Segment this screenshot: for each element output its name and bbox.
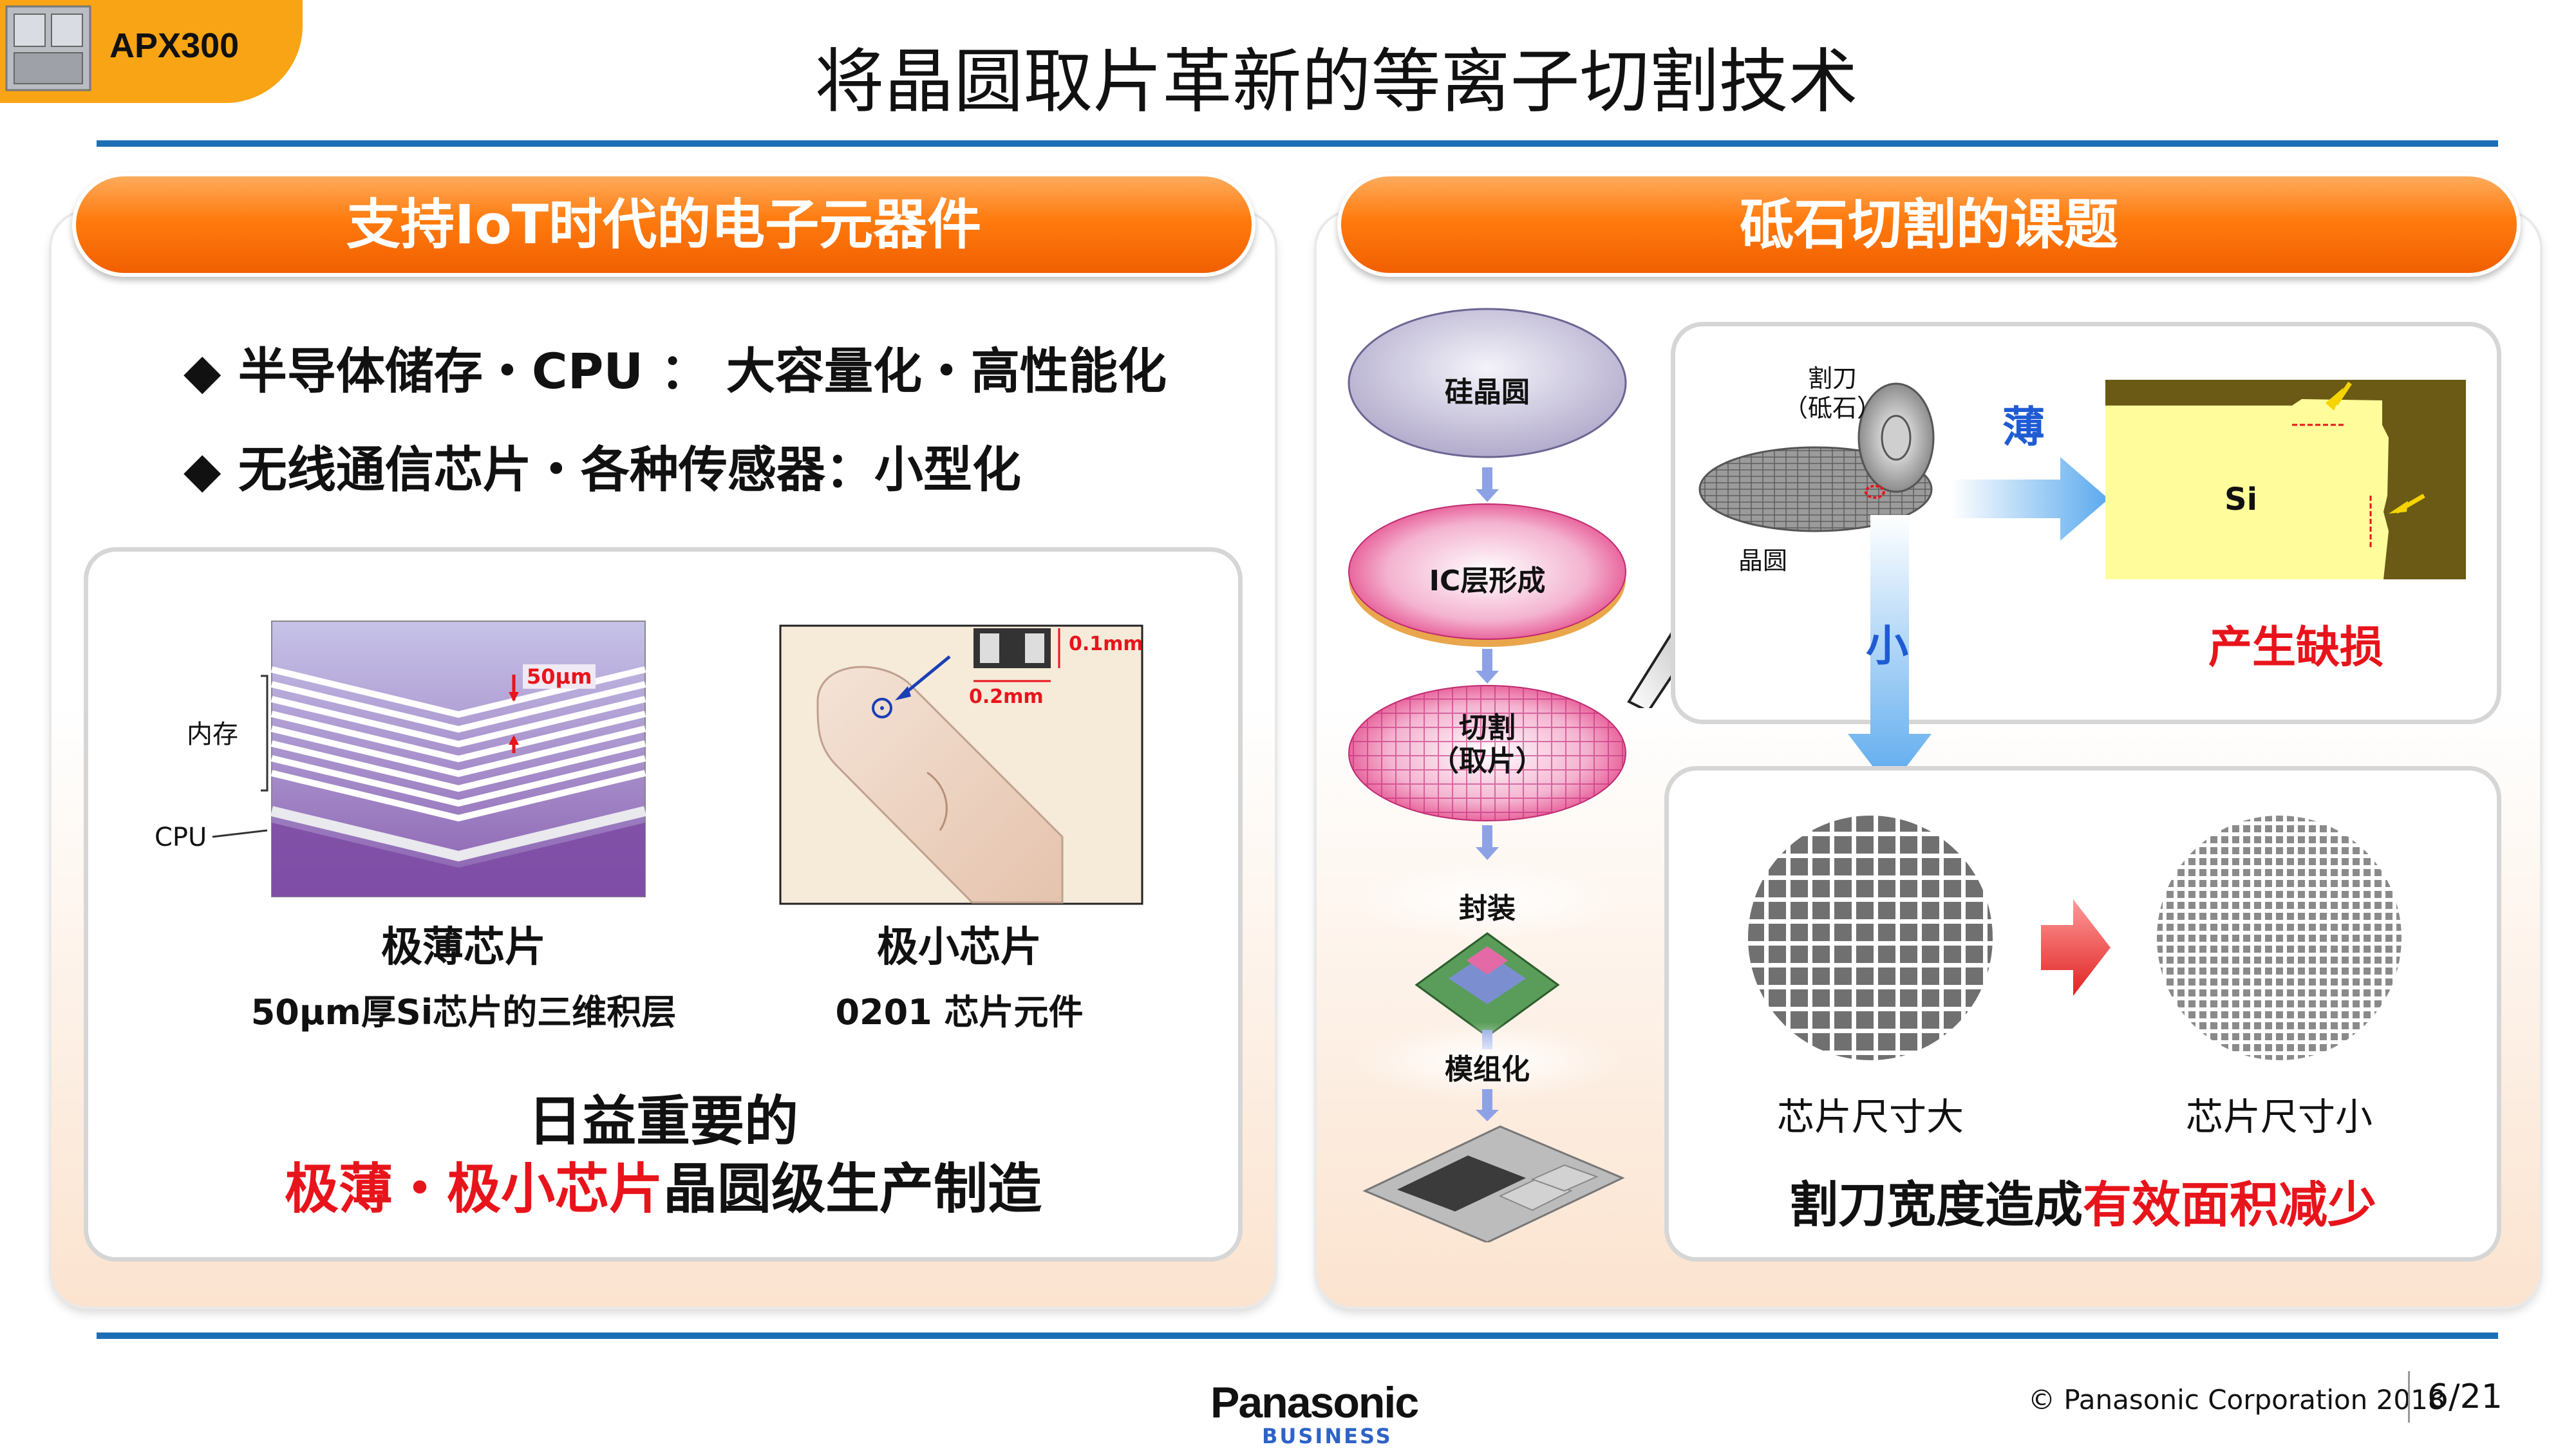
cpu-label: CPU <box>155 823 207 852</box>
thin-chip-caption: 极薄芯片 <box>381 924 546 971</box>
panasonic-logo-subtitle: BUSINESS <box>1262 1424 1393 1448</box>
small-chip-wafer-icon <box>2157 816 2402 1060</box>
chip-large-label: 芯片尺寸大 <box>1776 1095 1964 1139</box>
si-chipping-photo <box>2105 380 2466 579</box>
thickness-label: 50μm <box>523 664 596 689</box>
top-divider <box>97 140 2498 147</box>
conclusion-highlight: 极薄・极小芯片 <box>284 1157 663 1220</box>
conclusion-line-2: 极薄・极小芯片晶圆级生产制造 <box>84 1146 1243 1224</box>
blade-wafer-illustration <box>1698 382 1935 532</box>
si-label: Si <box>2224 481 2258 518</box>
machine-thumbnail-icon <box>5 5 91 91</box>
flow-step-package: 封装 <box>1459 892 1516 925</box>
flow-step-dicing: 切割 （取片） <box>1431 711 1544 778</box>
defect-label: 产生缺损 <box>2208 622 2384 673</box>
bullet-item-1: ◆ 半导体储存・CPU ： 大容量化・高性能化 <box>183 332 1167 402</box>
panasonic-logo: Panasonic <box>1210 1378 1419 1427</box>
stacked-chip-diagram <box>212 621 646 897</box>
flow-step-ic-layer: IC层形成 <box>1429 565 1546 597</box>
blade-width-conclusion: 割刀宽度造成有效面积减少 <box>1664 1165 2501 1236</box>
page-number: 6/21 <box>2427 1378 2503 1416</box>
blade-label: 割刀 （砥石） <box>1783 364 1882 422</box>
conclusion-rest: 晶圆级生产制造 <box>663 1157 1042 1220</box>
bullet-text: 无线通信芯片・各种传感器：小型化 <box>238 441 1021 498</box>
memory-label: 内存 <box>187 720 238 749</box>
thin-direction-arrow-icon <box>1951 457 2109 541</box>
bullet-text: 半导体储存・CPU ： 大容量化・高性能化 <box>238 342 1167 400</box>
bottom-divider <box>97 1332 2498 1339</box>
conclusion-highlight-text: 有效面积减少 <box>2083 1176 2376 1233</box>
chip-small-label: 芯片尺寸小 <box>2185 1095 2373 1139</box>
flow-step-silicon-wafer: 硅晶圆 <box>1445 376 1530 409</box>
small-chip-caption: 极小芯片 <box>877 924 1042 971</box>
diamond-bullet-icon: ◆ <box>183 441 221 498</box>
conclusion-normal-text: 割刀宽度造成 <box>1789 1176 2083 1233</box>
small-direction-arrow-icon <box>1848 515 1932 789</box>
chip-length-label: 0.2mm <box>969 686 1044 708</box>
page-number-divider <box>2408 1371 2410 1423</box>
diamond-bullet-icon: ◆ <box>183 342 221 400</box>
conclusion-line-1: 日益重要的 <box>527 1090 798 1153</box>
comparison-arrow-icon <box>2041 899 2111 996</box>
flow-step-module: 模组化 <box>1445 1053 1530 1086</box>
product-badge-label: APX300 <box>109 26 240 65</box>
wafer-label: 晶圆 <box>1738 547 1788 575</box>
left-panel-heading: 支持IoT时代的电子元器件 <box>72 173 1255 277</box>
fingertip-chip-photo <box>779 624 1143 905</box>
right-panel-heading: 砥石切割的课题 <box>1337 173 2521 277</box>
process-flow-diagram <box>1348 308 1627 1242</box>
small-label: 小 <box>1866 621 1908 671</box>
chip-width-label: 0.1mm <box>1069 633 1143 655</box>
small-chip-subcaption: 0201 芯片元件 <box>835 992 1084 1033</box>
bullet-item-2: ◆ 无线通信芯片・各种传感器：小型化 <box>183 430 1021 501</box>
thin-label: 薄 <box>2002 402 2045 452</box>
large-chip-wafer-icon <box>1748 816 1993 1060</box>
page-title: 将晶圆取片革新的等离子切割技术 <box>814 42 1858 122</box>
thin-chip-subcaption: 50μm厚Si芯片的三维积层 <box>250 992 677 1033</box>
copyright-notice: © Panasonic Corporation 2018 <box>2028 1384 2445 1416</box>
